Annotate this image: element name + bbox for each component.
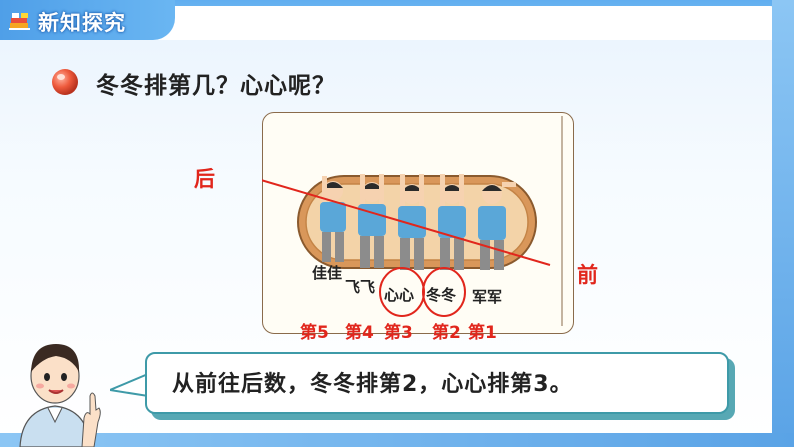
child-junjun [478, 182, 516, 270]
name-jiajia: 佳佳 [312, 264, 343, 282]
order-label-1: 第1 [468, 323, 497, 343]
name-dongdong: 冬冬 [426, 286, 457, 304]
child-feifei [358, 174, 386, 268]
child-dongdong [438, 174, 466, 270]
child-xinxin [398, 174, 426, 270]
circle-dongdong [422, 267, 466, 317]
boy-character [19, 344, 101, 447]
section-badge: 新知探究 [0, 0, 175, 40]
order-label-2: 第2 [432, 323, 461, 343]
label-front: 前 [577, 263, 598, 287]
section-title: 新知探究 [38, 11, 126, 35]
speech-bubble [145, 352, 729, 414]
name-junjun: 军军 [472, 288, 503, 306]
child-jiajia [320, 176, 346, 262]
order-label-3: 第3 [384, 323, 413, 343]
children-in-line-illustration [262, 116, 563, 326]
name-feifei: 飞飞 [345, 278, 376, 296]
bottom-border-decoration [0, 433, 794, 447]
speech-bubble-tail [110, 372, 150, 398]
name-xinxin: 心心 [384, 286, 415, 304]
order-label-5: 第5 [300, 323, 329, 343]
direction-arrow-line [262, 179, 551, 266]
order-label-4: 第4 [345, 323, 374, 343]
bullet-ball-icon [52, 69, 78, 95]
answer-text: 从前往后数，冬冬排第2，心心排第3。 [172, 372, 573, 397]
question-text: 冬冬排第几？心心呢？ [96, 73, 336, 99]
right-border-decoration [772, 0, 794, 447]
label-back: 后 [194, 167, 215, 191]
books-icon [9, 13, 30, 30]
